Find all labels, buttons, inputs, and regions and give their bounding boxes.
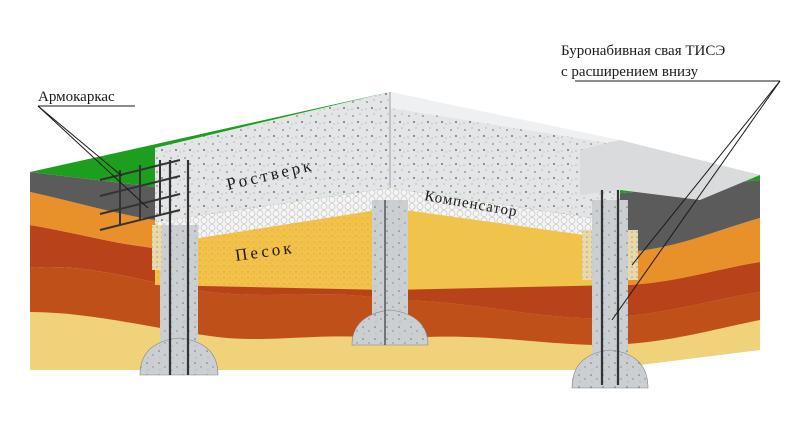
pile-middle xyxy=(351,200,429,346)
pile-right xyxy=(571,190,649,389)
armokarkas-label: Армокаркас xyxy=(38,89,115,105)
compensator-left xyxy=(155,188,390,245)
svaya-label-line1: Буронабивная свая ТИСЭ xyxy=(561,43,725,59)
compensator-right xyxy=(390,188,620,240)
svaya-pointer-1 xyxy=(611,80,781,321)
inner-ground xyxy=(580,140,760,200)
soil-layer-red-right xyxy=(390,292,760,345)
svaya-label-line2: с расширением внизу xyxy=(561,64,699,80)
pile-left xyxy=(139,160,219,376)
rostverk-front-right xyxy=(390,108,620,222)
armokarkas-pointer-2 xyxy=(37,105,149,209)
sand-bed-right xyxy=(390,198,620,290)
rostverk-top-right xyxy=(390,92,620,150)
soil-layer-red xyxy=(30,267,390,340)
rebar-cage xyxy=(99,159,181,231)
armokarkas-pointer-1 xyxy=(37,105,123,177)
sand-bed-left xyxy=(155,198,390,290)
svaya-pointer-2 xyxy=(631,80,781,266)
rostverk-front-left xyxy=(155,92,390,222)
